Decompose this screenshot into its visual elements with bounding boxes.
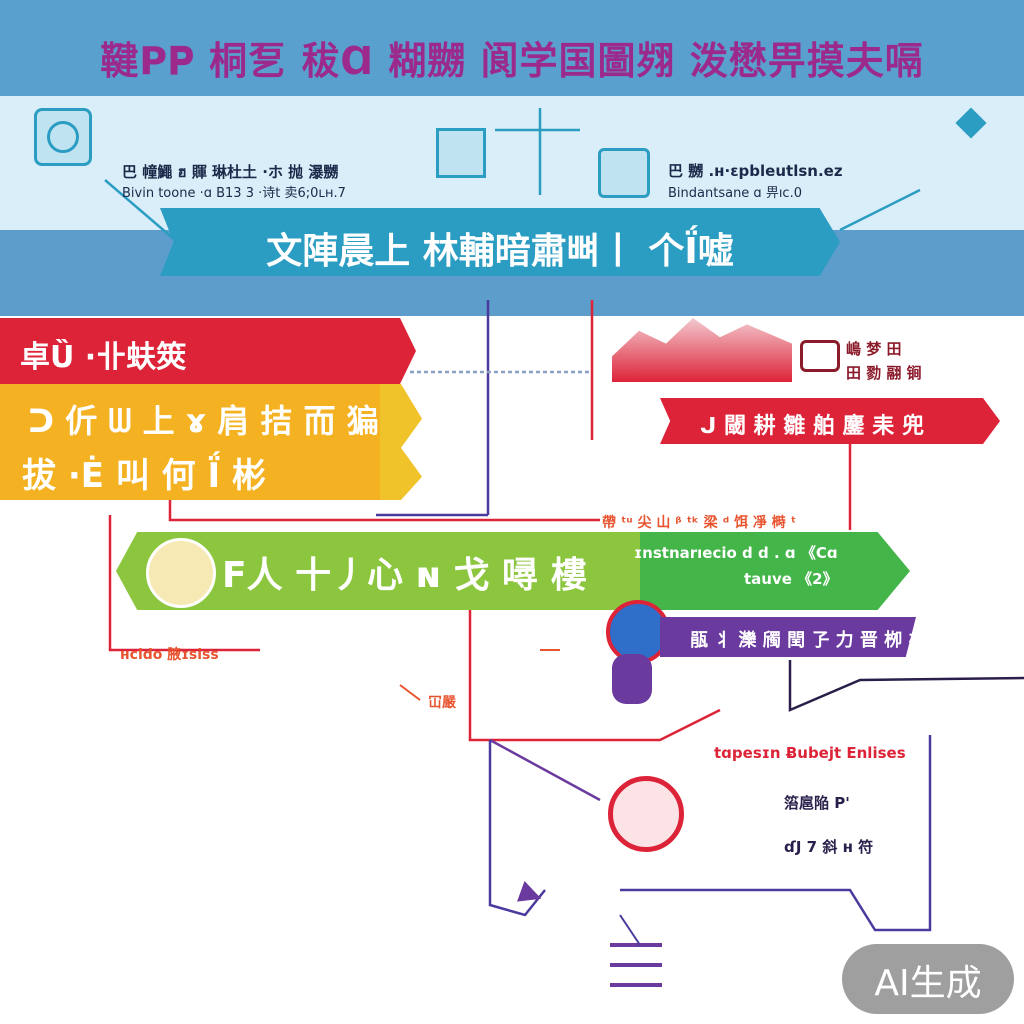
connector-line (168, 500, 600, 522)
document-icon (34, 108, 92, 166)
purple-banner (660, 617, 916, 657)
red-banner (0, 318, 376, 384)
red-banner-text: 卓Ȕ ·卝蚨筴 (20, 340, 187, 375)
globe-icon (146, 538, 216, 608)
connector-line (619, 914, 641, 946)
connector-line (839, 188, 921, 232)
right-label-b: 田 勠 翮 锏 (846, 364, 922, 382)
target-icon (608, 776, 684, 852)
ai-generated-text: AI生成 (874, 963, 982, 1004)
connector-line (468, 610, 721, 742)
dark-label-2: ɗJ 7 斜 ʜ 符 (784, 838, 874, 856)
red-right-banner-text: ᒍ 閾 耕 雛 舶 鏖 耒 兜 (700, 414, 924, 439)
yellow-banner-text-1: ᑐ 伒 ᗯ 上 ɤ 肩 拮 而 猵 (28, 402, 379, 440)
subheader-band (0, 96, 1024, 230)
building-icon (800, 340, 840, 372)
orange-top-label: 帶 ᵗᵘ 尖 山 ᵝ ᵗᵏ 梁 ᵈ 饵 凈 榯 ᵗ (602, 515, 797, 531)
page-title: 鞬P𝐏 桐乭 秡Ɑ 糊嬲 阆学国圖翙 泼懋畀摸夫嗝 (100, 39, 924, 83)
red-right-banner (660, 398, 1000, 444)
purple-banner-text: 瓹 丬 灤 斶 閏 孒 力 晋 栁 办 (690, 630, 927, 651)
ai-generated-badge (842, 944, 1014, 1014)
blue-banner (160, 208, 840, 276)
green-banner-text: F人 十丿心 ɴ 戈 噚 樓 (222, 555, 587, 596)
person-body-icon (612, 654, 652, 704)
yellow-banner-text-2: 拔 ·Ė 叫 何 Ḯ 彬 (22, 456, 266, 496)
connector-line (399, 684, 421, 701)
orange-small-label: 冚嚴 (428, 695, 456, 711)
connector-line (104, 179, 176, 241)
green-banner-right (640, 532, 910, 610)
top-left-label-2: Bivin toone ·ɑ B13 3 ·诗t 卖6;0ʟʜ.7 (122, 186, 346, 201)
yellow-banner (0, 384, 380, 500)
right-label-a: 嶋 梦 田 (846, 340, 902, 358)
red-block-label: tɑpesɪn Ƀubejt Enlises (714, 744, 906, 762)
left-mid-label: ʜcldo 腋ɪsiss (120, 647, 219, 663)
blue-banner-text: 文陣晨上 林輔暗肅뼈丨 个Ḯ嘘 (266, 231, 734, 272)
connector-line (108, 515, 260, 652)
top-left-label-1: 巴 幢鱦 ฮ 賱 琳杜土 ·ホ 抛 瀑嬲 (122, 163, 339, 181)
green-banner-small-2: tauve 《2》 (744, 570, 838, 588)
report-icon (598, 148, 650, 198)
chart-icon (436, 128, 486, 178)
connector-line (489, 738, 601, 802)
top-right-label-2: Bindantsane ɑ 畀ıc.0 (668, 186, 802, 201)
top-right-label-1: 巴 嬲 .ʜ·ɛpbleutlsn.ez (668, 162, 843, 180)
green-banner-small-1: ɪnstnarıecio d d . ɑ 《Cɑ (634, 544, 838, 562)
header-band (0, 0, 1024, 96)
dark-label-1: 箈扈陥 P' (784, 794, 850, 812)
connector-line (788, 660, 1024, 712)
connector-line (620, 735, 932, 932)
connector-line (488, 740, 546, 917)
